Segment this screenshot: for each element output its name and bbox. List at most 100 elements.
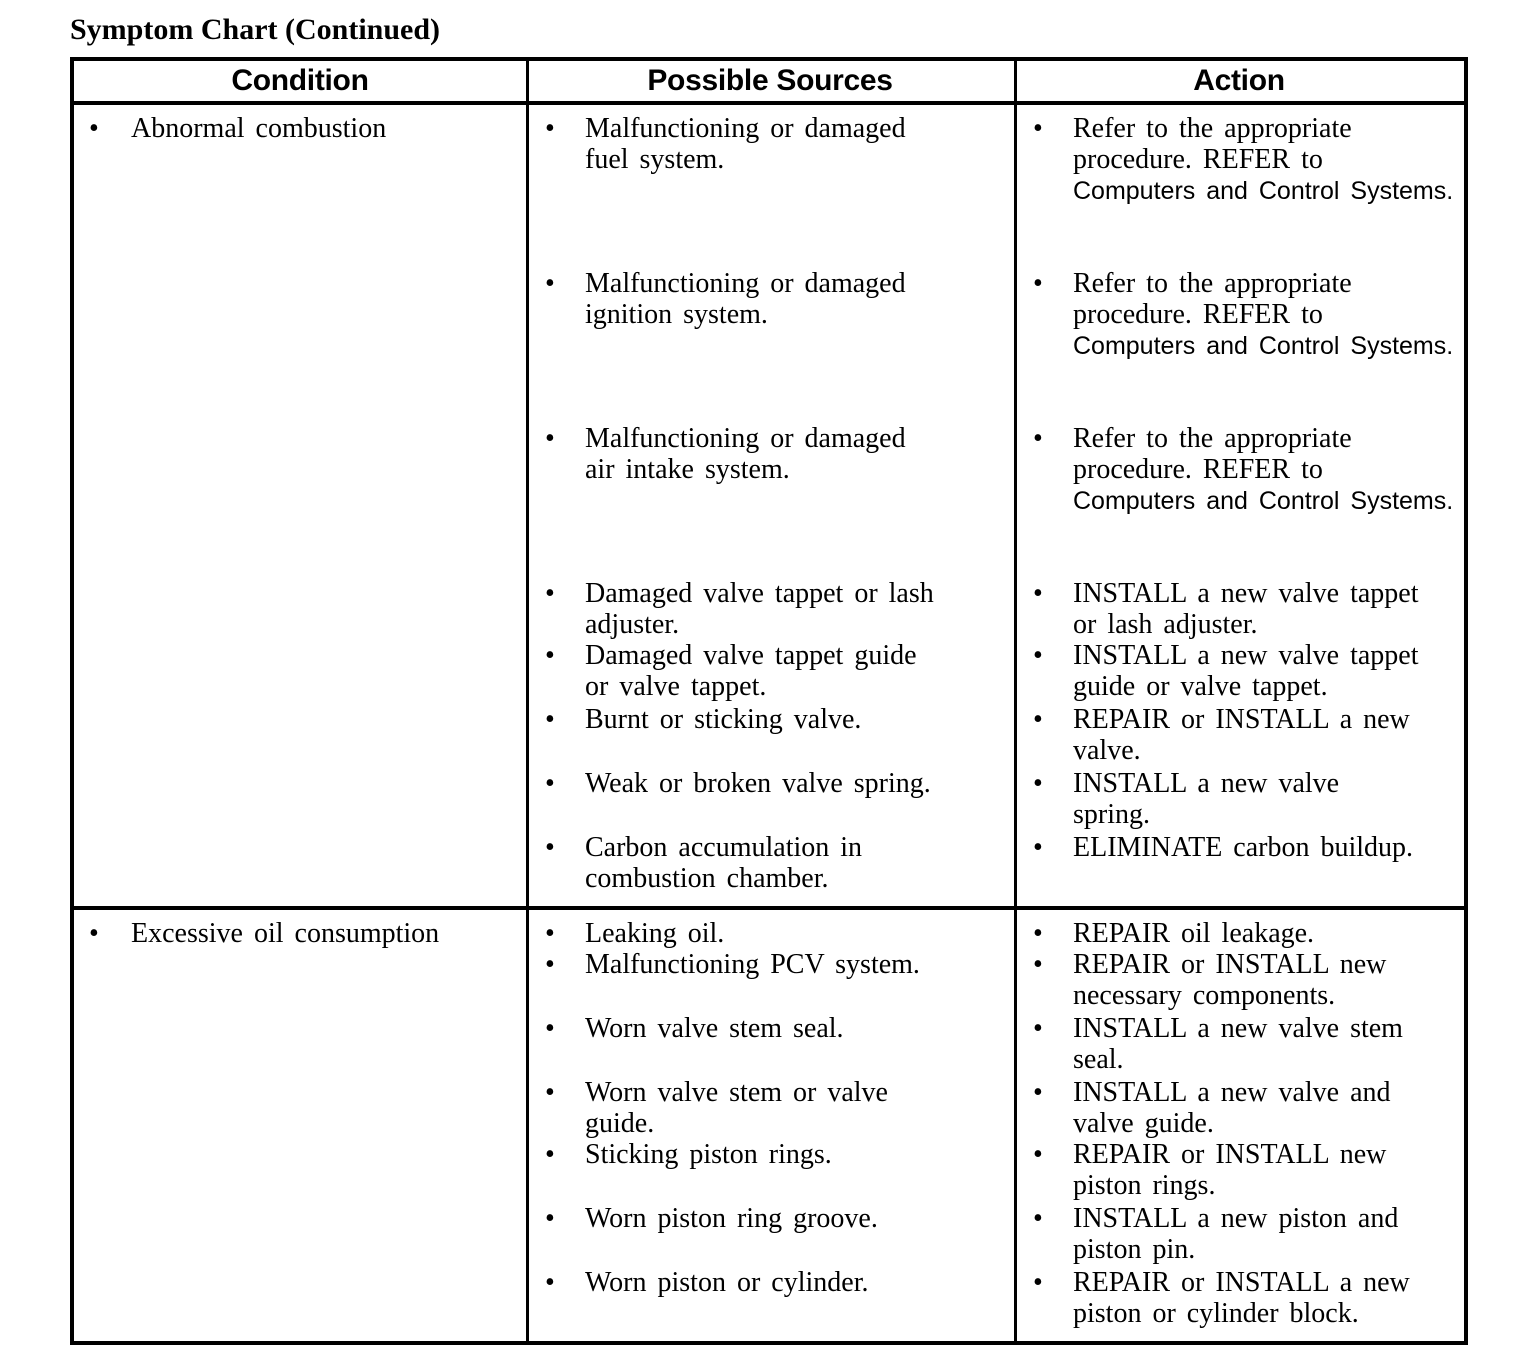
list-item: • INSTALL a new valve and valve guide. <box>1033 1077 1454 1139</box>
column-divider <box>1014 61 1017 101</box>
bullet-marker: • <box>545 268 555 299</box>
action-text: Refer to the appropriate procedure. REFE… <box>1073 268 1454 360</box>
bullet-marker: • <box>1033 1139 1043 1170</box>
source-text: Worn valve stem or valve guide. <box>585 1077 888 1139</box>
action-text: INSTALL a new valve tappet guide or valv… <box>1073 640 1419 702</box>
list-item: • REPAIR or INSTALL a new piston or cyli… <box>1033 1267 1454 1329</box>
symptom-table: Condition Possible Sources Action • Abno… <box>70 57 1468 1345</box>
bullet-marker: • <box>545 423 555 454</box>
action-text: INSTALL a new valve spring. <box>1073 768 1340 830</box>
source-text: Malfunctioning PCV system. <box>585 949 920 980</box>
bullet-marker: • <box>1033 640 1043 671</box>
bullet-marker: • <box>545 1267 555 1298</box>
action-text: ELIMINATE carbon buildup. <box>1073 832 1414 863</box>
bullet-marker: • <box>1033 918 1043 949</box>
cross-reference-text: Computers and Control Systems. <box>1073 332 1454 360</box>
action-text: REPAIR or INSTALL a new valve. <box>1073 704 1410 766</box>
action-text: REPAIR or INSTALL new necessary componen… <box>1073 949 1387 1011</box>
bullet-marker: • <box>89 113 99 144</box>
sources-cell: • Malfunctioning or damaged ignition sys… <box>526 207 1014 362</box>
bullet-marker: • <box>1033 768 1043 799</box>
list-item: • REPAIR or INSTALL new necessary compon… <box>1033 949 1454 1011</box>
bullet-marker: • <box>1033 1013 1043 1044</box>
column-divider <box>1014 105 1017 906</box>
sources-cell: • Weak or broken valve spring. <box>526 766 1014 830</box>
list-item: • REPAIR oil leakage. <box>1033 918 1454 949</box>
bullet-marker: • <box>1033 1203 1043 1234</box>
bullet-marker: • <box>1033 1077 1043 1108</box>
condition-cell: • Excessive oil consumption <box>74 916 526 1329</box>
bullet-marker: • <box>545 1139 555 1170</box>
actions-cell: • INSTALL a new valve stem seal. <box>1014 1011 1464 1075</box>
bullet-marker: • <box>1033 832 1043 863</box>
list-item: • Malfunctioning or damaged fuel system. <box>545 113 1000 175</box>
actions-cell: • REPAIR oil leakage. • REPAIR or INSTAL… <box>1014 916 1464 1011</box>
list-item: • INSTALL a new valve tappet or lash adj… <box>1033 578 1454 640</box>
action-text: INSTALL a new valve and valve guide. <box>1073 1077 1391 1139</box>
source-text: Burnt or sticking valve. <box>585 704 862 735</box>
bullet-marker: • <box>545 1013 555 1044</box>
header-cell-action: Action <box>1193 64 1285 97</box>
bullet-marker: • <box>545 1077 555 1108</box>
list-item: • Weak or broken valve spring. <box>545 768 1000 799</box>
sources-cell: • Worn valve stem or valve guide. • Stic… <box>526 1075 1014 1201</box>
action-text: REPAIR or INSTALL new piston rings. <box>1073 1139 1387 1201</box>
action-text: Refer to the appropriate procedure. REFE… <box>1073 113 1454 205</box>
list-item: • ELIMINATE carbon buildup. <box>1033 832 1454 863</box>
column-divider <box>526 910 529 1341</box>
source-text: Damaged valve tappet or lash adjuster. <box>585 578 934 640</box>
list-item: • Abnormal combustion <box>89 113 516 144</box>
page-title: Symptom Chart (Continued) <box>70 13 441 46</box>
bullet-marker: • <box>545 640 555 671</box>
action-text: INSTALL a new piston and piston pin. <box>1073 1203 1399 1265</box>
actions-cell: • INSTALL a new valve tappet or lash adj… <box>1014 517 1464 702</box>
bullet-marker: • <box>545 1203 555 1234</box>
list-item: • Leaking oil. <box>545 918 1000 949</box>
sources-cell: • Worn piston or cylinder. <box>526 1265 1014 1329</box>
list-item: • Refer to the appropriate procedure. RE… <box>1033 423 1454 517</box>
actions-cell: • INSTALL a new piston and piston pin. <box>1014 1201 1464 1265</box>
actions-cell: • Refer to the appropriate procedure. RE… <box>1014 111 1464 207</box>
bullet-marker: • <box>1033 423 1043 454</box>
source-text: Worn piston ring groove. <box>585 1203 878 1234</box>
actions-cell: • Refer to the appropriate procedure. RE… <box>1014 362 1464 517</box>
list-item: • Worn piston or cylinder. <box>545 1267 1000 1298</box>
list-item: • Burnt or sticking valve. <box>545 704 1000 735</box>
list-item: • Damaged valve tappet guide or valve ta… <box>545 640 1000 702</box>
bullet-marker: • <box>545 113 555 144</box>
sources-cell: • Carbon accumulation in combustion cham… <box>526 830 1014 894</box>
bullet-marker: • <box>1033 949 1043 980</box>
list-item: • Refer to the appropriate procedure. RE… <box>1033 268 1454 362</box>
table-header-row: Condition Possible Sources Action <box>74 61 1464 105</box>
bullet-marker: • <box>1033 704 1043 735</box>
sources-cell: • Malfunctioning or damaged air intake s… <box>526 362 1014 517</box>
list-item: • REPAIR or INSTALL a new valve. <box>1033 704 1454 766</box>
condition-text: Abnormal combustion <box>131 113 387 144</box>
sources-cell: • Worn valve stem seal. <box>526 1011 1014 1075</box>
table-row-excessive-oil-consumption: • Excessive oil consumption • Leaking oi… <box>74 906 1464 1341</box>
source-text: Sticking piston rings. <box>585 1139 832 1170</box>
sources-cell: • Burnt or sticking valve. <box>526 702 1014 766</box>
bullet-marker: • <box>545 918 555 949</box>
actions-cell: • INSTALL a new valve and valve guide. •… <box>1014 1075 1464 1201</box>
bullet-marker: • <box>1033 1267 1043 1298</box>
list-item: • INSTALL a new valve stem seal. <box>1033 1013 1454 1075</box>
sources-cell: • Malfunctioning or damaged fuel system. <box>526 111 1014 207</box>
source-text: Carbon accumulation in combustion chambe… <box>585 832 863 894</box>
cross-reference-text: Computers and Control Systems. <box>1073 487 1454 515</box>
source-text: Damaged valve tappet guide or valve tapp… <box>585 640 917 702</box>
source-text: Malfunctioning or damaged air intake sys… <box>585 423 906 485</box>
bullet-marker: • <box>545 949 555 980</box>
list-item: • Worn valve stem or valve guide. <box>545 1077 1000 1139</box>
action-text: INSTALL a new valve stem seal. <box>1073 1013 1403 1075</box>
source-text: Malfunctioning or damaged fuel system. <box>585 113 906 175</box>
column-divider <box>526 105 529 906</box>
action-text: INSTALL a new valve tappet or lash adjus… <box>1073 578 1419 640</box>
bullet-marker: • <box>545 578 555 609</box>
list-item: • Malfunctioning or damaged air intake s… <box>545 423 1000 485</box>
source-text: Leaking oil. <box>585 918 725 949</box>
bullet-marker: • <box>89 918 99 949</box>
list-item: • Worn valve stem seal. <box>545 1013 1000 1044</box>
source-text: Worn valve stem seal. <box>585 1013 844 1044</box>
